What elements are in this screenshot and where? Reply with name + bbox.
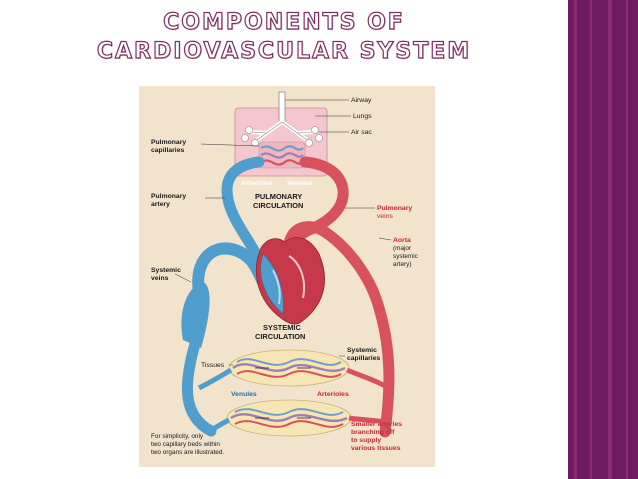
circulation-diagram: Airway Lungs Air sac Pulmonary capillari… [139, 86, 435, 467]
label-arterioles-bottom: Arterioles [317, 391, 349, 398]
systemic-vein-lower [181, 338, 217, 437]
label-tissues: Tissues [201, 362, 225, 369]
artery-branch-lower [348, 415, 386, 425]
label-systemic-veins-2: veins [151, 275, 169, 282]
label-note-2: two capillary beds within [151, 441, 220, 448]
label-air-sac: Air sac [351, 129, 372, 136]
systemic-capillary-bed-lower [226, 399, 352, 437]
bronchi-outline [250, 121, 314, 141]
label-pulmonary-circulation-1: PULMONARY [255, 192, 302, 201]
air-sacs [241, 126, 323, 147]
label-venules-bottom: Venules [231, 391, 257, 398]
circulation-diagram-svg: Airway Lungs Air sac Pulmonary capillari… [151, 91, 419, 456]
slide-title-line-1: COMPONENTS OF [163, 9, 405, 35]
label-aorta-note-1: (major [393, 245, 412, 252]
label-systemic-capillaries-2: capillaries [347, 355, 380, 362]
aorta [283, 221, 395, 438]
label-systemic-circulation-1: SYSTEMIC [263, 323, 301, 332]
label-aorta: Aorta [393, 237, 411, 244]
label-pulmonary-veins-1: Pulmonary [377, 205, 412, 212]
label-systemic-capillaries-1: Systemic [347, 347, 377, 354]
label-systemic-veins-1: Systemic [151, 267, 181, 274]
label-pulmonary-capillaries-1: Pulmonary [151, 139, 186, 146]
slide-title-line-2: CARDIOVASCULAR SYSTEM [96, 38, 472, 64]
systemic-vein-bulb [181, 282, 210, 348]
deco-stripe [626, 0, 628, 479]
decorative-side-bar [568, 0, 638, 479]
label-lungs: Lungs [353, 113, 372, 120]
label-arterioles-top: Arterioles [241, 180, 273, 187]
label-smaller-arteries-4: various tissues [351, 445, 401, 452]
label-note-3: two organs are illustrated. [151, 449, 224, 456]
vein-branch-upper [197, 367, 233, 391]
label-venules-top: Venules [287, 180, 313, 187]
label-smaller-arteries-1: Smaller arteries [351, 421, 402, 428]
leader-lines [174, 99, 392, 431]
artery-branch-upper [346, 367, 387, 389]
label-pulmonary-capillaries-2: capillaries [151, 147, 184, 154]
deco-stripe [608, 0, 612, 479]
label-systemic-circulation-2: CIRCULATION [255, 332, 305, 341]
vein-branch-lower [207, 417, 231, 434]
label-pulmonary-artery-1: Pulmonary [151, 193, 186, 200]
label-aorta-note-2: systemic [393, 253, 419, 260]
pulmonary-capillary-bed [258, 141, 306, 169]
label-aorta-note-3: artery) [393, 261, 411, 268]
label-pulmonary-veins-2: veins [377, 213, 393, 220]
label-smaller-arteries-2: branching off [351, 429, 395, 436]
label-pulmonary-artery-2: artery [151, 201, 170, 208]
label-airway: Airway [351, 97, 372, 104]
deco-stripe [590, 0, 592, 479]
deco-stripe [574, 0, 577, 479]
label-smaller-arteries-3: to supply [351, 437, 381, 444]
label-pulmonary-circulation-2: CIRCULATION [253, 201, 303, 210]
heart [255, 237, 325, 325]
airway-tube [278, 91, 286, 125]
label-note-1: For simplicity, only [151, 433, 204, 440]
systemic-capillary-bed-upper [228, 349, 350, 387]
